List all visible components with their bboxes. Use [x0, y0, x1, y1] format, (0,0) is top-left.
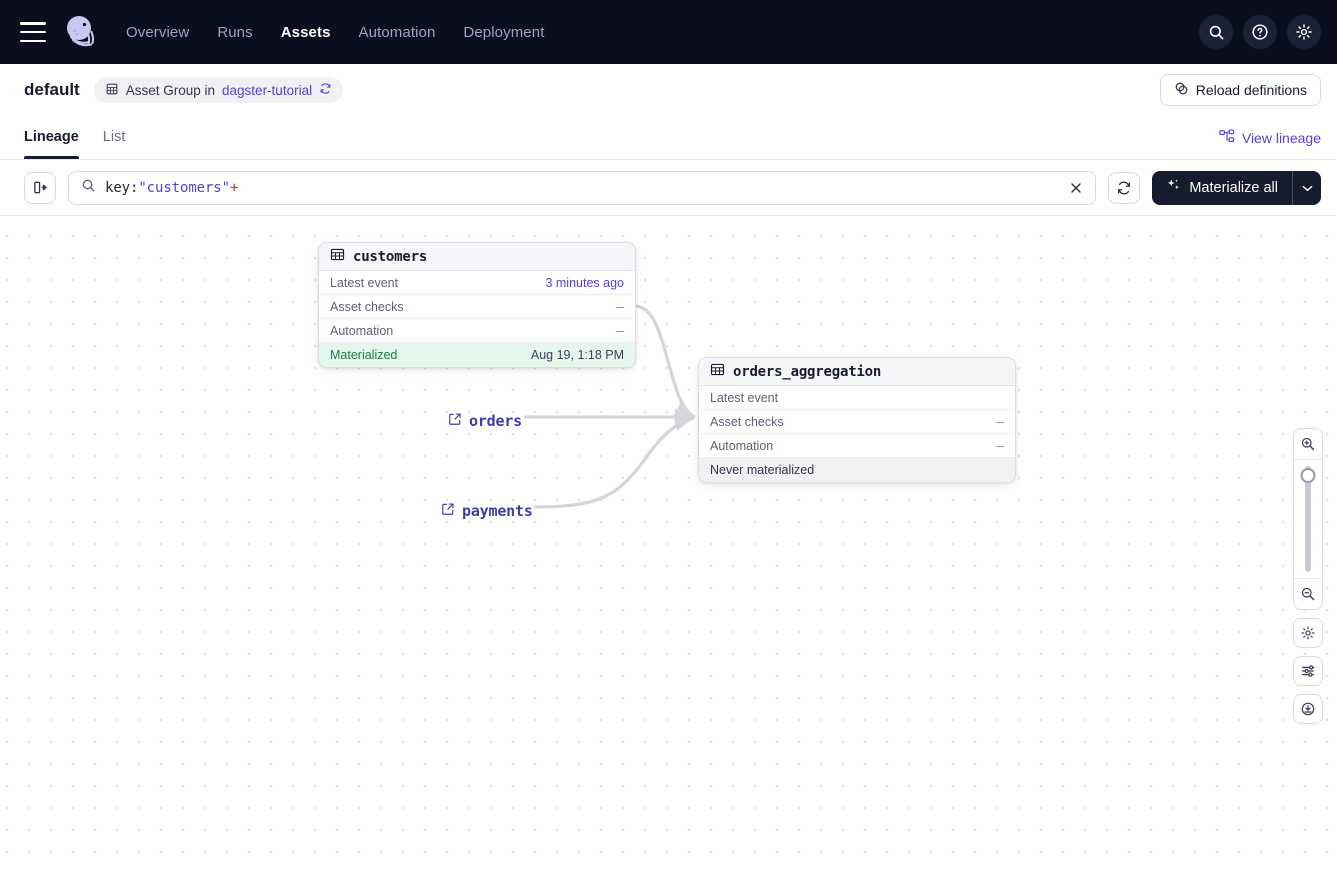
- table-icon: [710, 362, 725, 382]
- asset-graph-canvas[interactable]: customers Latest event 3 minutes ago Ass…: [0, 216, 1337, 873]
- nav-link-overview[interactable]: Overview: [126, 23, 190, 41]
- top-navigation: Overview Runs Assets Automation Deployme…: [0, 0, 1337, 64]
- chevron-down-icon[interactable]: [1293, 171, 1321, 205]
- nav-link-deployment[interactable]: Deployment: [463, 23, 545, 41]
- asset-group-chip-link[interactable]: dagster-tutorial: [222, 82, 313, 98]
- status-label: Never materialized: [710, 463, 815, 477]
- asset-node-row-automation: Automation –: [319, 319, 635, 343]
- panel-expand-icon[interactable]: [24, 171, 56, 204]
- asset-node-row-automation: Automation –: [699, 434, 1015, 458]
- tab-list[interactable]: List: [102, 128, 126, 145]
- asset-group-chip-prefix: Asset Group in: [125, 82, 216, 98]
- graph-settings-gear-icon[interactable]: [1293, 618, 1323, 648]
- graph-filters-sliders-icon[interactable]: [1293, 656, 1323, 686]
- asset-query-value: key:"customers"+: [105, 180, 238, 196]
- nav-links: Overview Runs Assets Automation Deployme…: [126, 24, 544, 41]
- asset-query-input[interactable]: key:"customers"+: [68, 170, 1097, 205]
- view-lineage-label: View lineage: [1241, 129, 1321, 146]
- asset-node-row-latest-event: Latest event: [699, 386, 1015, 410]
- graph-recenter-icon[interactable]: [1293, 694, 1323, 724]
- view-lineage-link[interactable]: View lineage: [1219, 116, 1321, 159]
- zoom-slider[interactable]: [1294, 459, 1322, 579]
- graph-toolbar: key:"customers"+: [0, 160, 1337, 216]
- external-asset-label: payments: [462, 502, 533, 520]
- external-asset-payments[interactable]: payments: [441, 502, 533, 520]
- status-label: Materialized: [330, 348, 398, 362]
- asset-node-customers[interactable]: customers Latest event 3 minutes ago Ass…: [318, 242, 636, 368]
- asset-node-title: customers: [353, 248, 428, 265]
- nav-link-automation[interactable]: Automation: [358, 23, 436, 41]
- table-icon: [330, 247, 345, 267]
- graph-controls: [1293, 428, 1323, 724]
- asset-node-status-materialized: Materialized Aug 19, 1:18 PM: [319, 343, 635, 367]
- zoom-out-icon[interactable]: [1294, 579, 1322, 609]
- reload-definitions-label: Reload definitions: [1195, 82, 1307, 98]
- asset-node-status-never-materialized: Never materialized: [699, 458, 1015, 482]
- page-title: default: [24, 80, 80, 99]
- asset-group-icon: [105, 82, 119, 99]
- tabs-row: Lineage List View lineage: [0, 116, 1337, 160]
- external-asset-label: orders: [469, 412, 522, 430]
- query-token-string: "customers": [138, 179, 230, 196]
- close-icon[interactable]: [1067, 181, 1085, 195]
- graph-edges: [524, 304, 696, 509]
- query-token-colon: :: [130, 179, 139, 196]
- asset-node-row-asset-checks: Asset checks –: [699, 410, 1015, 434]
- refresh-icon[interactable]: [1108, 171, 1141, 204]
- status-timestamp[interactable]: Aug 19, 1:18 PM: [530, 348, 624, 362]
- query-token-key: key: [105, 179, 130, 196]
- external-link-icon: [448, 412, 462, 430]
- asset-node-row-latest-event: Latest event 3 minutes ago: [319, 271, 635, 295]
- dagster-logo[interactable]: [60, 10, 104, 54]
- search-icon[interactable]: [1199, 15, 1233, 49]
- zoom-in-icon[interactable]: [1294, 429, 1322, 459]
- asset-node-row-asset-checks: Asset checks –: [319, 295, 635, 319]
- row-value: –: [996, 438, 1004, 453]
- help-icon[interactable]: [1243, 15, 1277, 49]
- reload-definitions-icon: [1174, 81, 1189, 99]
- asset-node-header: orders_aggregation: [699, 358, 1015, 386]
- materialize-all-main[interactable]: Materialize all: [1152, 171, 1292, 205]
- materialize-all-button[interactable]: Materialize all: [1152, 170, 1321, 205]
- lineage-graph-icon: [1219, 129, 1235, 147]
- row-label: Automation: [710, 438, 774, 453]
- materialize-all-label: Materialize all: [1189, 179, 1278, 196]
- hamburger-icon[interactable]: [20, 22, 46, 42]
- zoom-slider-handle[interactable]: [1300, 468, 1316, 483]
- row-value: –: [616, 299, 624, 314]
- asset-node-header: customers: [319, 243, 635, 271]
- row-label: Latest event: [710, 390, 779, 405]
- row-value: –: [996, 414, 1004, 429]
- asset-node-orders-aggregation[interactable]: orders_aggregation Latest event Asset ch…: [698, 357, 1016, 483]
- query-token-plus: +: [229, 179, 239, 196]
- zoom-slider-track: [1305, 466, 1311, 572]
- asset-group-chip[interactable]: Asset Group in dagster-tutorial: [93, 77, 344, 103]
- row-label: Asset checks: [330, 299, 404, 314]
- nav-actions: [1199, 15, 1321, 49]
- nav-link-assets[interactable]: Assets: [280, 23, 331, 41]
- nav-link-runs[interactable]: Runs: [217, 23, 253, 41]
- reload-definitions-button[interactable]: Reload definitions: [1159, 74, 1321, 106]
- external-link-icon: [441, 502, 455, 520]
- external-asset-orders[interactable]: orders: [448, 412, 522, 430]
- sparkle-icon: [1166, 178, 1181, 197]
- row-label: Latest event: [330, 275, 399, 290]
- asset-node-title: orders_aggregation: [733, 363, 882, 380]
- zoom-control-group: [1293, 428, 1323, 610]
- row-label: Asset checks: [710, 414, 784, 429]
- tab-lineage[interactable]: Lineage: [24, 116, 79, 159]
- row-value[interactable]: 3 minutes ago: [545, 275, 624, 290]
- page-header: default Asset Group in dagster-tutorial: [0, 64, 1337, 116]
- search-icon: [81, 178, 96, 198]
- gear-icon[interactable]: [1287, 15, 1321, 49]
- materialize-divider: [1292, 170, 1293, 205]
- reload-icon[interactable]: [319, 82, 332, 98]
- row-value: –: [616, 323, 624, 338]
- row-label: Automation: [330, 323, 394, 338]
